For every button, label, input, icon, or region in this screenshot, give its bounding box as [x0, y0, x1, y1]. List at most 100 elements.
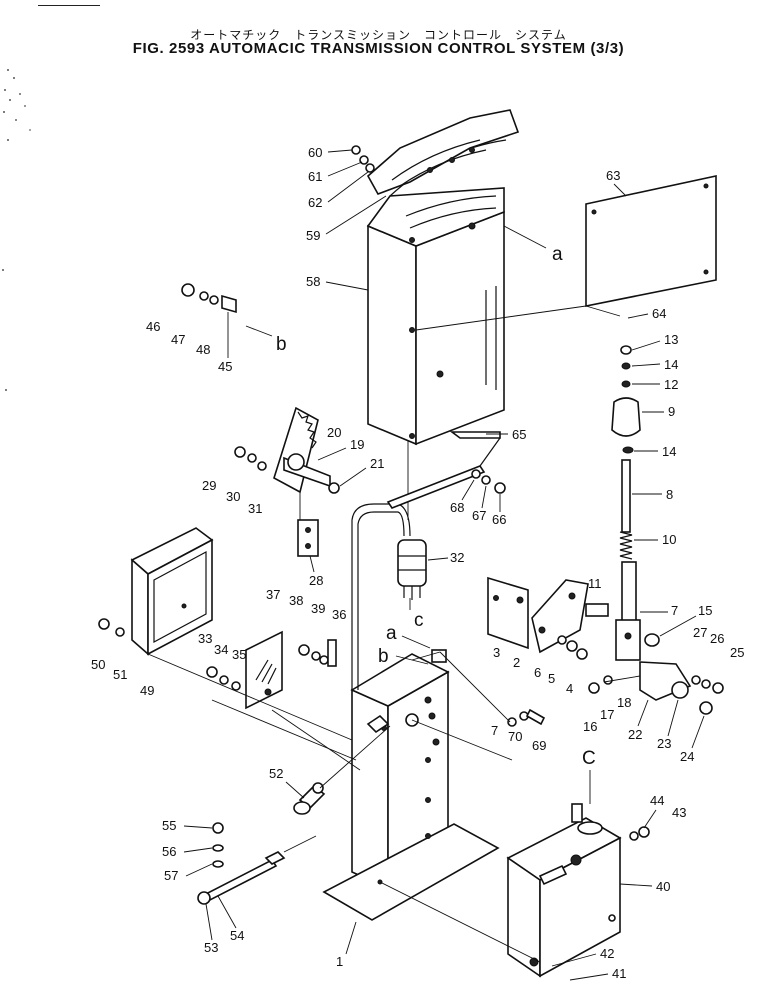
reference-lines [245, 225, 621, 520]
part-number-37: 37 [266, 587, 280, 602]
part-number-9: 9 [668, 404, 675, 419]
part-number-49: 49 [140, 683, 154, 698]
console-housing [366, 139, 507, 446]
part-number-65: 65 [512, 427, 526, 442]
shift-lever-assembly [611, 345, 641, 661]
part-number-42: 42 [600, 946, 614, 961]
part-number-70: 70 [508, 729, 522, 744]
part-number-1: 1 [336, 954, 343, 969]
part-number-18: 18 [617, 695, 631, 710]
bracket-fasteners [507, 635, 724, 727]
part-number-35: 35 [232, 647, 246, 662]
part-number-6: 6 [534, 665, 541, 680]
part-number-26: 26 [710, 631, 724, 646]
scan-speckle [2, 69, 31, 391]
part-number-50: 50 [91, 657, 105, 672]
part-number-8: 8 [666, 487, 673, 502]
stay-bracket [386, 431, 506, 509]
part-number-44: 44 [650, 793, 664, 808]
lamp-and-rod [197, 725, 391, 905]
part-number-10: 10 [662, 532, 676, 547]
ref-letter-c: c [414, 610, 424, 631]
part-number-64: 64 [652, 306, 666, 321]
figure-title: FIG. 2593 AUTOMACIC TRANSMISSION CONTROL… [132, 40, 625, 57]
part-number-28: 28 [309, 573, 323, 588]
part-number-45: 45 [218, 359, 232, 374]
part-number-69: 69 [532, 738, 546, 753]
part-number-46: 46 [146, 319, 160, 334]
part-number-19: 19 [350, 437, 364, 452]
part-number-41: 41 [612, 966, 626, 981]
shift-bracket [487, 576, 713, 715]
part-number-67: 67 [472, 508, 486, 523]
part-number-39: 39 [311, 601, 325, 616]
ref-letter-b-lower: b [378, 646, 389, 667]
part-number-30: 30 [226, 489, 240, 504]
scan-mark [38, 5, 100, 6]
part-number-61: 61 [308, 169, 322, 184]
part-number-21: 21 [370, 456, 384, 471]
part-number-22: 22 [628, 727, 642, 742]
part-number-36: 36 [332, 607, 346, 622]
part-number-48: 48 [196, 342, 210, 357]
electrical-box [130, 527, 214, 656]
part-number-11: 11 [588, 576, 602, 591]
part-number-2: 2 [513, 655, 520, 670]
part-number-16: 16 [583, 719, 597, 734]
ref-letter-a-upper: a [552, 244, 563, 265]
part-number-32: 32 [450, 550, 464, 565]
figure-title-japanese: オートマチック トランスミッション コントロール システム [190, 28, 567, 42]
connector-harness [351, 503, 427, 690]
part-number-12: 12 [664, 377, 678, 392]
part-number-38: 38 [289, 593, 303, 608]
part-number-13: 13 [664, 332, 678, 347]
part-number-27: 27 [693, 625, 707, 640]
part-number-57: 57 [164, 868, 178, 883]
part-number-7-upper: 7 [671, 603, 678, 618]
switch-bracket [273, 406, 340, 557]
part-number-17: 17 [600, 707, 614, 722]
part-number-5: 5 [548, 671, 555, 686]
controller-box [506, 803, 650, 978]
part-number-14-upper: 14 [664, 357, 678, 372]
alignment-lines [147, 651, 641, 963]
part-number-3: 3 [493, 645, 500, 660]
part-number-20: 20 [327, 425, 341, 440]
part-number-60: 60 [308, 145, 322, 160]
part-number-23: 23 [657, 736, 671, 751]
part-number-62: 62 [308, 195, 322, 210]
part-number-63: 63 [606, 168, 620, 183]
part-number-43: 43 [672, 805, 686, 820]
part-number-7-lower: 7 [491, 723, 498, 738]
part-number-15: 15 [698, 603, 712, 618]
side-cover-plate [585, 175, 717, 307]
reference-letters: a a b b c C [276, 244, 596, 804]
part-number-25: 25 [730, 645, 744, 660]
ref-letter-C-upper: C [582, 748, 596, 769]
part-number-14-lower: 14 [662, 444, 676, 459]
switch-plate [98, 618, 337, 710]
part-number-58: 58 [306, 274, 320, 289]
part-number-54: 54 [230, 928, 244, 943]
part-number-47: 47 [171, 332, 185, 347]
bolt-set-45 [181, 283, 237, 314]
bolt-set-60 [351, 145, 375, 173]
part-number-24: 24 [680, 749, 694, 764]
part-number-66: 66 [492, 512, 506, 527]
part-number-40: 40 [656, 879, 670, 894]
part-number-56: 56 [162, 844, 176, 859]
part-number-31: 31 [248, 501, 262, 516]
part-number-labels: 1 2 3 4 5 6 7 7 8 9 10 11 12 13 14 14 15 [91, 145, 744, 981]
ref-letter-a-lower: a [386, 623, 397, 644]
part-number-53: 53 [204, 940, 218, 955]
ref-letter-b-left: b [276, 334, 287, 355]
part-number-4: 4 [566, 681, 573, 696]
console-top-cover [366, 109, 520, 195]
bracket-fasteners-left [234, 446, 267, 471]
part-number-29: 29 [202, 478, 216, 493]
part-number-55: 55 [162, 818, 176, 833]
pedestal-stand [322, 649, 500, 921]
part-number-33: 33 [198, 631, 212, 646]
